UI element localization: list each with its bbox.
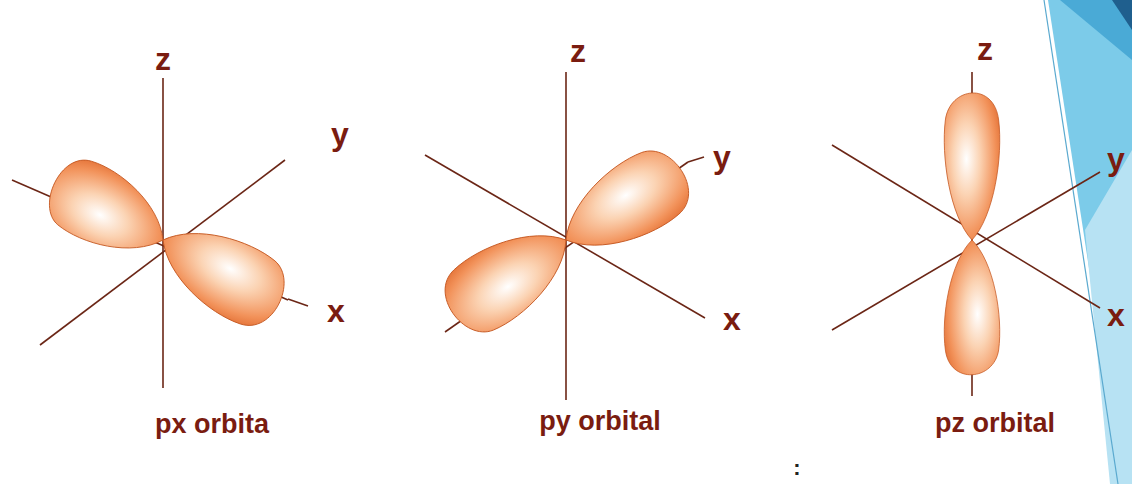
axis-label: y — [331, 117, 349, 152]
orbital-lobes — [37, 93, 1000, 375]
axis-label: z — [570, 34, 586, 69]
axis-label: x — [723, 302, 741, 337]
slide-decoration — [1044, 0, 1132, 484]
axis-label: x — [327, 294, 345, 329]
axis-label: z — [155, 42, 171, 77]
orbital-caption: pz orbital — [935, 409, 1055, 439]
axis-label: z — [977, 32, 993, 67]
stray-mark: : — [793, 456, 800, 480]
orbital-caption: px orbita — [155, 410, 269, 440]
axis-label: y — [713, 140, 731, 175]
orbital-caption: py orbital — [539, 407, 661, 437]
axis-label: y — [1107, 142, 1125, 177]
axis-lines — [12, 72, 1100, 400]
axis-label: x — [1107, 298, 1125, 333]
